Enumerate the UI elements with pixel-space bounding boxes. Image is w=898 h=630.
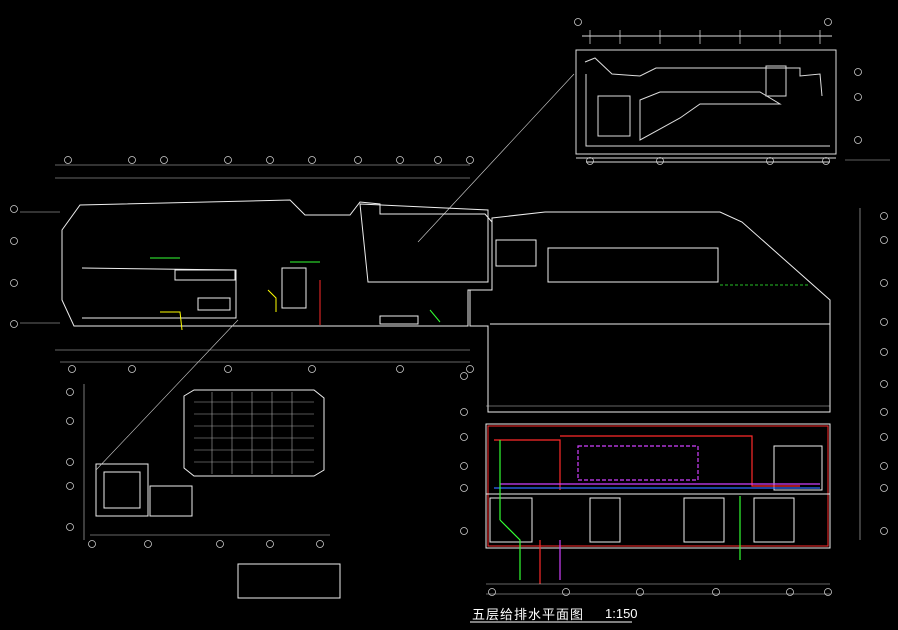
left-wing-axes xyxy=(20,164,470,363)
drawing-scale: 1:150 xyxy=(605,606,638,621)
left-wing-pipes xyxy=(150,257,441,331)
lower-left-axes xyxy=(83,384,330,540)
bottom-axes xyxy=(486,405,830,595)
lower-left-details xyxy=(95,389,341,599)
right-main-plan xyxy=(469,211,831,413)
left-wing-plan xyxy=(61,199,493,327)
colored-pipes xyxy=(494,435,820,584)
right-axis-bubbles xyxy=(880,212,888,535)
inset-axis-bubbles xyxy=(574,18,862,165)
bottom-axis-bubbles xyxy=(460,372,832,596)
inset-axis-ticks xyxy=(589,30,821,44)
left-wing-axis-bubbles xyxy=(10,156,474,373)
drawing-title: 五层给排水平面图 xyxy=(472,608,585,623)
bottom-right-plan xyxy=(485,423,831,549)
inset-plan-top-right xyxy=(575,35,837,163)
